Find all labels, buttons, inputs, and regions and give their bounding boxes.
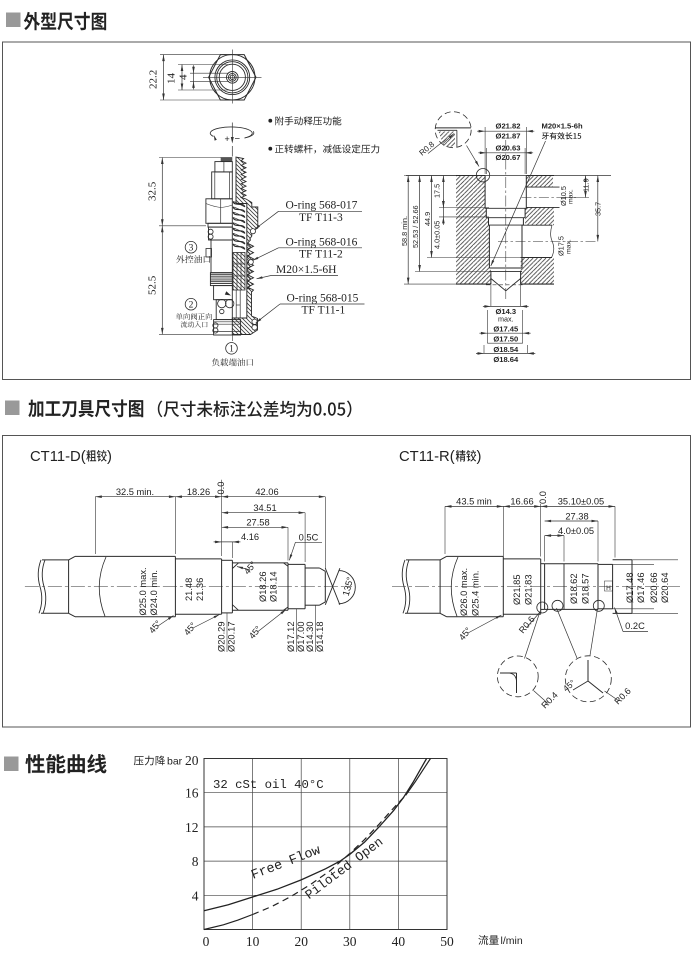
- svg-text:0.0: 0.0: [216, 482, 226, 495]
- svg-text:44.9: 44.9: [423, 212, 432, 226]
- svg-text:Ø18.54: Ø18.54: [493, 345, 519, 354]
- svg-text:50: 50: [440, 934, 454, 949]
- svg-text:32.5 min.: 32.5 min.: [116, 487, 154, 497]
- svg-text:CT11-R(: CT11-R(: [399, 449, 455, 465]
- svg-text:bar: bar: [167, 756, 183, 768]
- svg-text:Ø17.46: Ø17.46: [636, 573, 646, 604]
- svg-text:32.5: 32.5: [147, 181, 159, 201]
- svg-text:max.: max.: [498, 314, 514, 323]
- svg-text:0.2C: 0.2C: [625, 621, 645, 631]
- svg-text:135°: 135°: [341, 576, 356, 597]
- svg-text:20: 20: [185, 753, 199, 768]
- svg-text:TF T11-1: TF T11-1: [302, 305, 346, 317]
- svg-text:Ø14.3: Ø14.3: [495, 307, 516, 316]
- svg-text:3: 3: [189, 244, 194, 254]
- svg-text:32 cSt oil 40°C: 32 cSt oil 40°C: [213, 778, 324, 792]
- svg-text:20: 20: [294, 934, 308, 949]
- svg-text:Ø18.64: Ø18.64: [493, 355, 519, 364]
- svg-text:Ø21.83: Ø21.83: [524, 575, 534, 606]
- svg-text:Ø20.29: Ø20.29: [217, 622, 227, 653]
- svg-text:0.0: 0.0: [538, 491, 548, 504]
- svg-text:Ø18.62: Ø18.62: [569, 574, 579, 605]
- svg-text:Ø21.85: Ø21.85: [512, 575, 522, 606]
- svg-text:Ø21.87: Ø21.87: [496, 132, 521, 141]
- svg-text:21.48: 21.48: [184, 578, 194, 601]
- svg-text:12: 12: [185, 820, 199, 835]
- svg-text:Ø17.5: Ø17.5: [557, 236, 566, 256]
- svg-text:10: 10: [246, 934, 260, 949]
- svg-text:Ø25.4 min.: Ø25.4 min.: [471, 571, 481, 616]
- svg-text:27.38: 27.38: [565, 511, 588, 521]
- svg-text:Ø14.30: Ø14.30: [305, 622, 315, 653]
- svg-text:CT11-D(: CT11-D(: [30, 449, 86, 465]
- svg-text:4.0±0.05: 4.0±0.05: [433, 221, 442, 249]
- svg-text:Ø17.50: Ø17.50: [493, 335, 518, 344]
- svg-text:Ø20.67: Ø20.67: [496, 153, 521, 162]
- svg-text:14: 14: [166, 73, 178, 85]
- svg-text:52.53 / 52.66: 52.53 / 52.66: [411, 205, 420, 248]
- svg-text:Ø18.26: Ø18.26: [258, 572, 268, 603]
- svg-text:O-ring 568-015: O-ring 568-015: [287, 292, 359, 304]
- svg-text:Ø18.57: Ø18.57: [581, 574, 591, 605]
- svg-text:4.16: 4.16: [241, 532, 259, 542]
- svg-text:Ø14.18: Ø14.18: [315, 622, 325, 653]
- svg-text:Ø17.48: Ø17.48: [625, 573, 635, 604]
- svg-text:M20×1.5-6h: M20×1.5-6h: [542, 122, 584, 131]
- svg-text:Ø18.14: Ø18.14: [269, 572, 279, 603]
- svg-text:4.0±0.05: 4.0±0.05: [558, 526, 594, 536]
- svg-text:M20×1.5-6H: M20×1.5-6H: [276, 264, 336, 276]
- svg-text:0: 0: [203, 934, 210, 949]
- svg-text:4: 4: [192, 888, 199, 903]
- svg-text:l/min: l/min: [501, 935, 523, 947]
- svg-text:35.7: 35.7: [594, 202, 603, 216]
- svg-text:35.10±0.05: 35.10±0.05: [558, 497, 604, 507]
- svg-text:34.51: 34.51: [253, 503, 276, 513]
- svg-text:16.66: 16.66: [510, 497, 533, 507]
- svg-text:4: 4: [178, 74, 190, 80]
- svg-text:): ): [107, 449, 112, 465]
- svg-text:O-ring 568-016: O-ring 568-016: [286, 236, 358, 248]
- svg-text:52.5: 52.5: [147, 275, 159, 295]
- svg-text:18.26: 18.26: [187, 487, 210, 497]
- svg-text:Ø24.0 min.: Ø24.0 min.: [149, 570, 159, 615]
- svg-text:58.8 min.: 58.8 min.: [400, 216, 409, 246]
- svg-text:H: H: [606, 585, 611, 592]
- svg-text:max.: max.: [566, 239, 573, 254]
- svg-text:17.5: 17.5: [433, 184, 442, 198]
- svg-text:1: 1: [229, 345, 234, 355]
- svg-text:27.58: 27.58: [246, 518, 269, 528]
- svg-text:43.5 min: 43.5 min: [456, 497, 492, 507]
- svg-text:Ø17.12: Ø17.12: [286, 622, 296, 653]
- svg-text:Ø20.64: Ø20.64: [660, 573, 670, 604]
- svg-text:TF T11-3: TF T11-3: [299, 212, 343, 224]
- svg-text:Ø20.63: Ø20.63: [496, 143, 521, 152]
- svg-text:30: 30: [343, 934, 357, 949]
- svg-text:Ø25.0 max.: Ø25.0 max.: [138, 567, 148, 615]
- svg-text:−: −: [235, 134, 241, 145]
- svg-text:2: 2: [189, 301, 194, 311]
- svg-text:Ø26.0 max.: Ø26.0 max.: [459, 568, 469, 616]
- svg-text:8: 8: [192, 854, 199, 869]
- svg-text:Ø10.5: Ø10.5: [559, 186, 568, 206]
- svg-text:Ø17.00: Ø17.00: [296, 622, 306, 653]
- svg-text:16: 16: [185, 786, 199, 801]
- svg-text:O-ring 568-017: O-ring 568-017: [286, 200, 358, 212]
- svg-text:TF T11-2: TF T11-2: [299, 248, 343, 260]
- svg-text:42.06: 42.06: [255, 487, 278, 497]
- svg-text:Ø20.66: Ø20.66: [649, 573, 659, 604]
- svg-text:Ø21.82: Ø21.82: [496, 122, 521, 131]
- svg-text:Ø20.17: Ø20.17: [227, 622, 237, 653]
- svg-text:0.5C: 0.5C: [299, 533, 319, 543]
- svg-text:+: +: [225, 134, 230, 144]
- svg-text:Ø17.45: Ø17.45: [493, 324, 519, 333]
- svg-text:): ): [477, 449, 482, 465]
- svg-text:max.: max.: [568, 189, 575, 204]
- svg-text:40: 40: [392, 934, 406, 949]
- svg-text:22.2: 22.2: [148, 70, 160, 89]
- svg-text:11.9: 11.9: [582, 178, 591, 192]
- svg-text:21.36: 21.36: [195, 578, 205, 601]
